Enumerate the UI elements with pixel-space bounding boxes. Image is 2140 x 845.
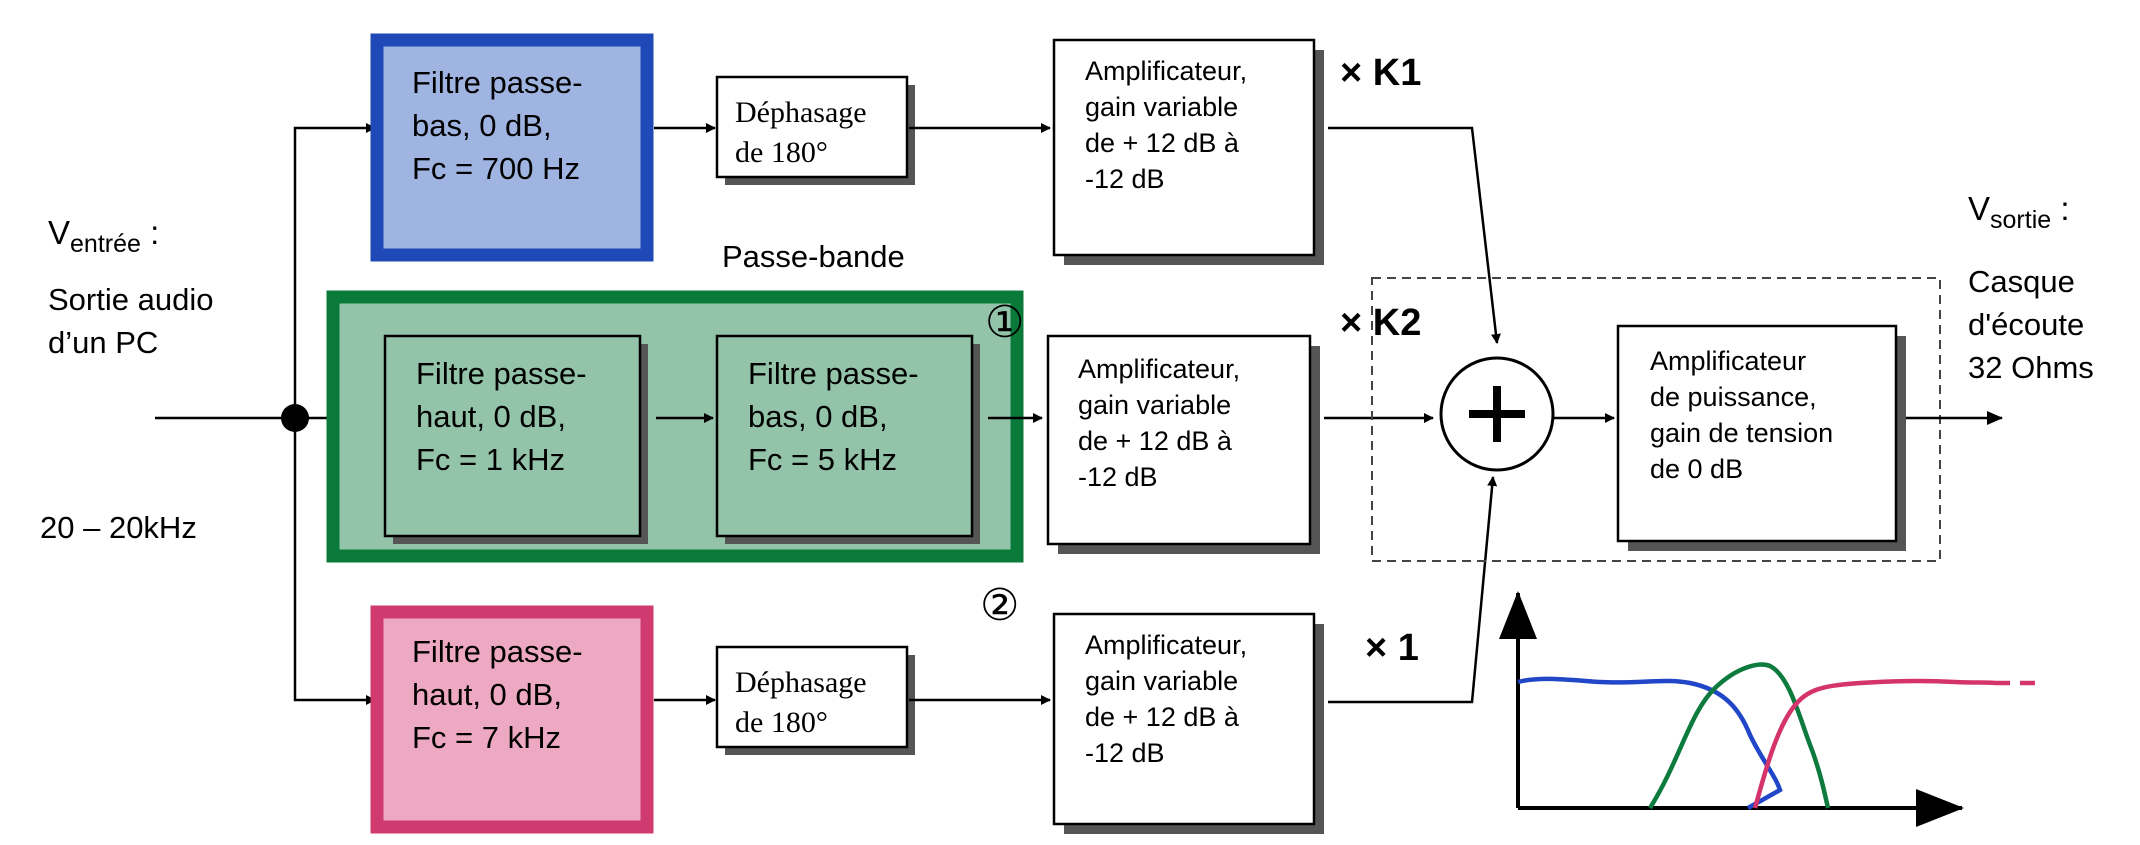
phase-shift-top-text: Déphasage de 180°: [735, 96, 874, 169]
amp-bottom-block: [1052, 612, 1316, 826]
output-stage-dashed-box: [1371, 277, 1941, 562]
power-amp-block: [1616, 324, 1898, 543]
input-source-line2: d’un PC: [48, 325, 158, 360]
bandpass-hp-text: Filtre passe- haut, 0 dB, Fc = 1 kHz: [416, 356, 595, 477]
amp-middle-block: [1046, 334, 1312, 546]
phase-shift-top-block: [715, 75, 909, 179]
circled-marker-2: ②: [980, 581, 1019, 630]
branch-line-top: [293, 123, 376, 418]
highpass-filter-block: [370, 605, 654, 834]
line-amp-bottom-to-summer: [1328, 476, 1498, 704]
lowpass-response-curve: [1517, 676, 1783, 810]
input-voltage-label: Ventrée :: [48, 214, 159, 258]
power-amp-text: Amplificateur de puissance, gain de tens…: [1650, 346, 1841, 484]
line-amp-top-to-summer: [1328, 126, 1501, 344]
phase-shift-bottom-text: Déphasage de 180°: [735, 666, 874, 739]
bandpass-title: Passe-bande: [722, 239, 905, 274]
output-voltage-label: Vsortie :: [1968, 190, 2070, 234]
gain-k2-label: × K2: [1340, 302, 1421, 344]
output-dest-line3: 32 Ohms: [1968, 350, 2094, 385]
output-dest-line1: Casque: [1968, 264, 2075, 299]
amp-bottom-text: Amplificateur, gain variable de + 12 dB …: [1085, 630, 1255, 768]
circled-marker-1: ①: [985, 298, 1024, 347]
gain-one-label: × 1: [1365, 627, 1419, 669]
amp-middle-text: Amplificateur, gain variable de + 12 dB …: [1078, 354, 1248, 492]
frequency-response-sketch: [1499, 591, 2035, 827]
amp-top-text: Amplificateur, gain variable de + 12 dB …: [1085, 56, 1255, 194]
output-dest-line2: d'écoute: [1968, 307, 2084, 342]
phase-shift-bottom-block: [715, 645, 909, 749]
amp-top-block: [1052, 38, 1316, 257]
lowpass-filter-text: Filtre passe- bas, 0 dB, Fc = 700 Hz: [412, 65, 591, 186]
branch-line-bottom: [293, 418, 376, 705]
lowpass-filter-block: [370, 33, 654, 262]
bandpass-response-curve: [1648, 662, 1831, 810]
bandpass-lp-block: [715, 334, 974, 538]
input-frequency-range: 20 – 20kHz: [40, 510, 197, 545]
highpass-filter-text: Filtre passe- haut, 0 dB, Fc = 7 kHz: [412, 634, 591, 755]
bandpass-lp-text: Filtre passe- bas, 0 dB, Fc = 5 kHz: [748, 356, 927, 477]
highpass-response-curve: [1752, 678, 1996, 809]
input-source-line1: Sortie audio: [48, 282, 213, 317]
gain-k1-label: × K1: [1340, 52, 1421, 94]
bandpass-hp-block: [383, 334, 642, 538]
